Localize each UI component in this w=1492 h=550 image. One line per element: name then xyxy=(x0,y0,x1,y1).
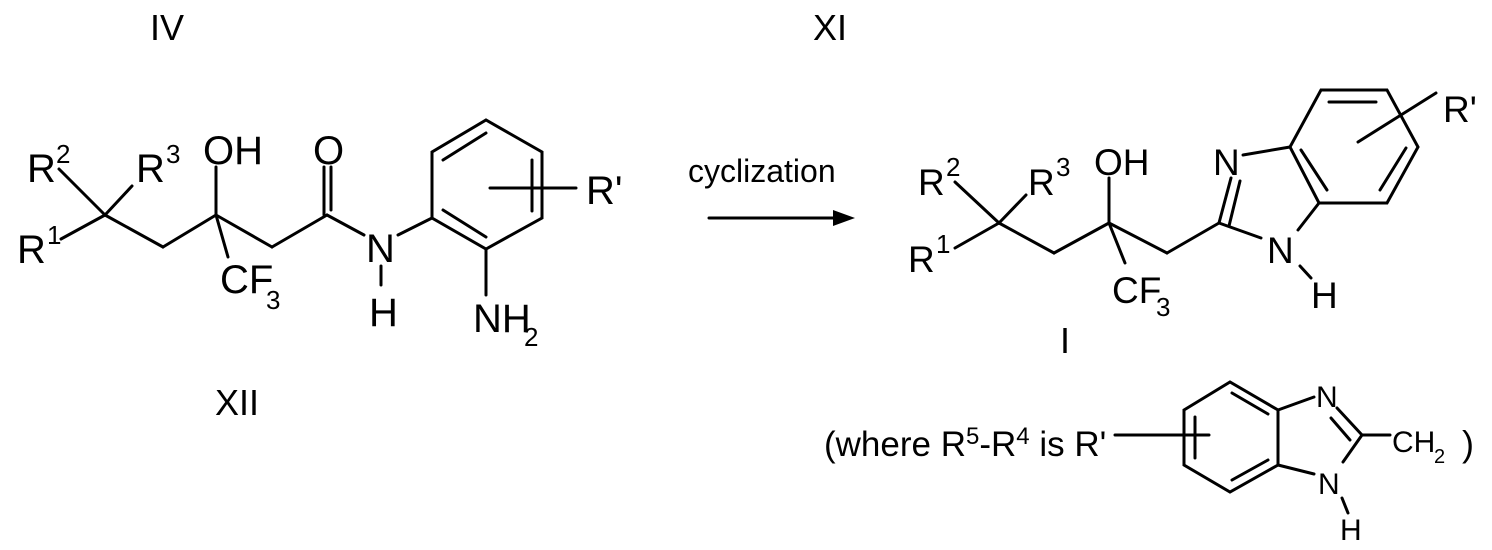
product-cf3-subscript: 3 xyxy=(1156,292,1170,322)
product-trifluoromethyl-label: CF xyxy=(1112,270,1161,311)
product-r-prime-label: R' xyxy=(1443,89,1477,130)
imidazole-n1-label: N xyxy=(1267,230,1294,271)
compound-label-xi: XI xyxy=(813,7,847,48)
product-hydroxyl-label: OH xyxy=(1094,142,1150,183)
compound-label-xii: XII xyxy=(215,382,259,423)
amine-label: NH xyxy=(473,297,531,341)
footnote-close-paren: ) xyxy=(1462,423,1474,464)
r3-label: R xyxy=(136,147,165,191)
footnote-definition: (where R5-R4 is R' N N H CH 2 ) xyxy=(824,381,1474,547)
product-structure: R 2 R 3 OH R 1 CF 3 N N H R' xyxy=(908,89,1477,322)
footnote-is: is R' xyxy=(1030,425,1107,464)
footnote-n1-label: N xyxy=(1318,468,1340,501)
arrow-label: cyclization xyxy=(688,153,836,189)
methylene-subscript: 2 xyxy=(1434,446,1445,468)
r3-superscript: 3 xyxy=(166,139,180,169)
footnote-bonds xyxy=(1115,382,1390,513)
footnote-text: (where R5-R4 is R' xyxy=(824,423,1106,464)
arrow-head-icon xyxy=(833,210,855,226)
r2-superscript: 2 xyxy=(56,139,70,169)
r1-label: R xyxy=(17,228,46,272)
nh2-subscript: 2 xyxy=(524,322,538,352)
product-r2-label: R xyxy=(918,162,945,203)
reactant-structure: R 2 R 3 OH O R 1 CF 3 N H NH 2 R' xyxy=(17,120,623,352)
footnote-sup5: 5 xyxy=(966,423,979,450)
reaction-arrow: cyclization xyxy=(688,153,855,226)
footnote-sup4: 4 xyxy=(1016,423,1029,450)
product-r3-superscript: 3 xyxy=(1056,152,1070,182)
r-prime-label: R' xyxy=(586,169,623,213)
product-r1-superscript: 1 xyxy=(936,229,950,259)
amide-nitrogen-label: N xyxy=(366,227,395,271)
imidazole-n3-label: N xyxy=(1213,142,1240,183)
carbonyl-oxygen-label: O xyxy=(313,129,344,173)
methylene-label: CH xyxy=(1392,426,1435,459)
product-r3-label: R xyxy=(1028,162,1055,203)
product-r2-superscript: 2 xyxy=(946,152,960,182)
compound-label-iv: IV xyxy=(150,7,184,48)
footnote-dash-r: -R xyxy=(979,425,1016,464)
compound-label-i: I xyxy=(1060,320,1070,361)
footnote-h-label: H xyxy=(1340,514,1362,547)
footnote-open: (where R xyxy=(824,425,966,464)
r2-label: R xyxy=(27,147,56,191)
r1-superscript: 1 xyxy=(47,220,61,250)
hydroxyl-label: OH xyxy=(203,129,263,173)
imidazole-nh-hydrogen-label: H xyxy=(1311,275,1338,316)
product-r1-label: R xyxy=(908,239,935,280)
footnote-n3-label: N xyxy=(1316,381,1338,414)
cf3-subscript: 3 xyxy=(266,285,280,315)
amide-hydrogen-label: H xyxy=(369,291,398,335)
